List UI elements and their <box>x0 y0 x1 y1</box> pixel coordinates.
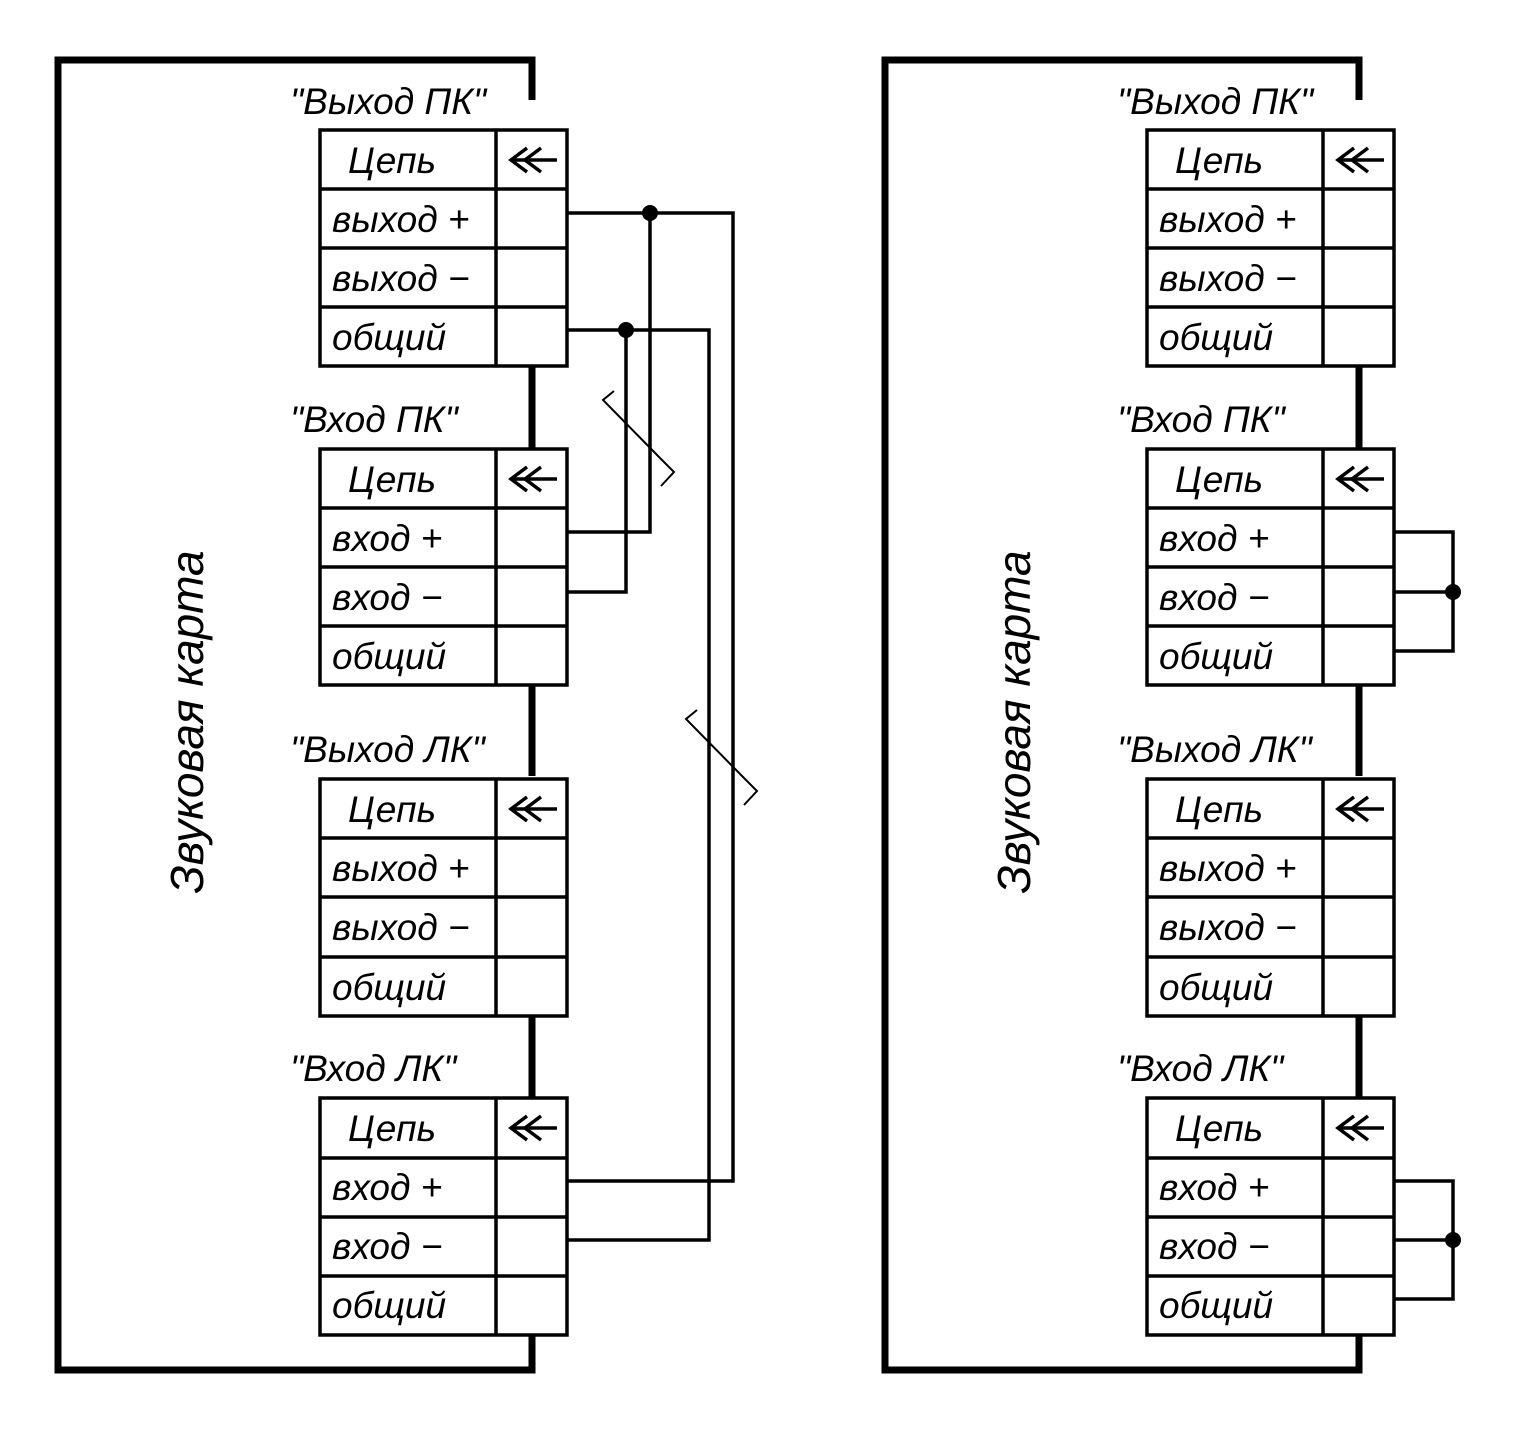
connector-output-left: "Выход ЛК" Цепь выход + выход − общий <box>290 729 569 1018</box>
right-panel: Звуковая карта "Выход ПК" Цепь выход + в… <box>881 56 1461 1374</box>
pin-label: вход − <box>1159 1226 1269 1267</box>
connector-header: Цепь <box>348 1108 436 1149</box>
pin-label: вход − <box>332 1226 442 1267</box>
left-panel-title: Звуковая карта <box>161 550 213 893</box>
junction-dot <box>1445 1232 1461 1248</box>
connector-output-right: "Выход ПК" Цепь выход + выход − общий <box>1117 81 1396 368</box>
connector-label: "Вход ЛК" <box>290 1048 458 1089</box>
pin-label: вход + <box>1159 518 1269 559</box>
connector-label: "Вход ПК" <box>290 399 460 440</box>
pin-label: общий <box>332 967 446 1008</box>
connector-label: "Вход ПК" <box>1117 399 1287 440</box>
junction-dot <box>642 205 658 221</box>
pin-label: общий <box>332 1285 446 1326</box>
pin-label: вход − <box>332 577 442 618</box>
connector-label: "Выход ЛК" <box>1117 729 1314 770</box>
connector-symbol-icon <box>1335 146 1384 174</box>
pin-label: выход − <box>1159 258 1297 299</box>
pin-label: выход − <box>332 258 470 299</box>
short-input-right <box>1394 530 1455 653</box>
junction-dot <box>618 322 634 338</box>
connector-symbol-icon <box>508 795 557 823</box>
connector-header: Цепь <box>348 789 436 830</box>
right-shorting-wires <box>1394 530 1455 1301</box>
connector-header: Цепь <box>1175 459 1263 500</box>
connector-output-right: "Выход ПК" Цепь выход + выход − общий <box>290 81 569 368</box>
connector-symbol-icon <box>1335 1114 1384 1142</box>
pin-label: общий <box>1159 636 1273 677</box>
connector-output-left: "Выход ЛК" Цепь выход + выход − общий <box>1117 729 1396 1018</box>
pin-label: выход + <box>1159 199 1297 240</box>
left-loopback-wires <box>567 211 735 1242</box>
right-sound-card-outline <box>881 56 1363 1374</box>
pin-label: общий <box>1159 1285 1273 1326</box>
pin-label: выход − <box>1159 907 1297 948</box>
wire-out-plus-to-in-right-plus <box>567 213 652 534</box>
connector-input-right: "Вход ПК" Цепь вход + вход − общий <box>1117 399 1396 687</box>
connector-symbol-icon <box>1335 795 1384 823</box>
connector-label: "Выход ЛК" <box>290 729 487 770</box>
pin-label: общий <box>1159 317 1273 358</box>
connector-header: Цепь <box>1175 1108 1263 1149</box>
connector-header: Цепь <box>348 140 436 181</box>
connector-symbol-icon <box>508 1114 557 1142</box>
connector-symbol-icon <box>508 146 557 174</box>
connector-symbol-icon <box>508 465 557 493</box>
connector-label: "Вход ЛК" <box>1117 1048 1285 1089</box>
left-panel: Звуковая карта "Выход ПК" Цепь выход + в… <box>54 56 759 1374</box>
twisted-pair-marker-icon <box>601 390 759 806</box>
connector-header: Цепь <box>1175 789 1263 830</box>
pin-label: вход + <box>1159 1167 1269 1208</box>
pin-label: вход − <box>1159 577 1269 618</box>
connector-input-left: "Вход ЛК" Цепь вход + вход − общий <box>1117 1048 1396 1337</box>
wire-common-to-in-left-minus <box>567 328 711 1242</box>
pin-label: вход + <box>332 1167 442 1208</box>
connector-label: "Выход ПК" <box>1117 81 1315 122</box>
connector-symbol-icon <box>1335 465 1384 493</box>
junction-dot <box>1445 584 1461 600</box>
wire-common-to-in-right-minus <box>567 330 628 594</box>
pin-label: выход + <box>1159 848 1297 889</box>
pin-label: общий <box>332 636 446 677</box>
left-sound-card-outline <box>54 56 536 1374</box>
connector-input-right: "Вход ПК" Цепь вход + вход − общий <box>290 399 569 687</box>
connector-header: Цепь <box>348 459 436 500</box>
pin-label: выход + <box>332 848 470 889</box>
connector-label: "Выход ПК" <box>290 81 488 122</box>
pin-label: вход + <box>332 518 442 559</box>
pin-label: выход − <box>332 907 470 948</box>
connector-header: Цепь <box>1175 140 1263 181</box>
right-panel-title: Звуковая карта <box>988 550 1040 893</box>
connector-input-left: "Вход ЛК" Цепь вход + вход − общий <box>290 1048 569 1337</box>
pin-label: выход + <box>332 199 470 240</box>
pin-label: общий <box>332 317 446 358</box>
pin-label: общий <box>1159 967 1273 1008</box>
short-input-left <box>1394 1179 1455 1301</box>
